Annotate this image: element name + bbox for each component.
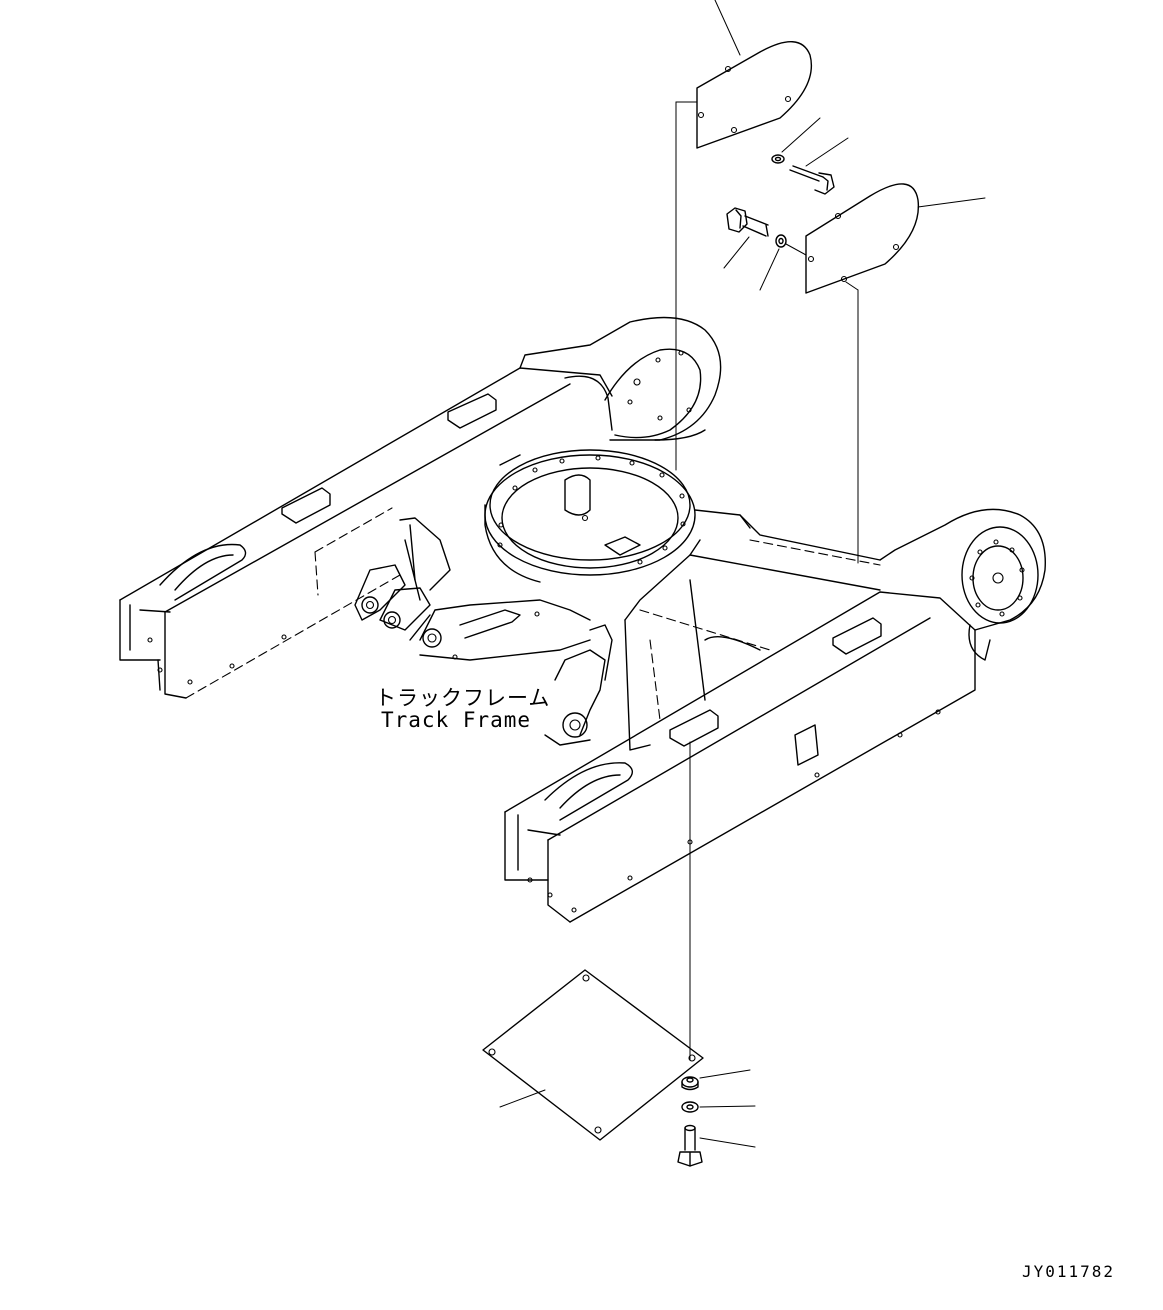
leader-bolt-upper-right xyxy=(723,236,750,269)
track-frame xyxy=(119,316,1046,923)
right-side-frame xyxy=(504,508,1046,923)
bolt-bottom xyxy=(677,1124,703,1167)
leader-bottom-cover xyxy=(499,1089,546,1108)
leader-washer-upper-right xyxy=(759,248,780,291)
assembly-line-cover-right-a xyxy=(785,243,807,256)
leader-washer-upper-left xyxy=(781,117,821,153)
center-car-body xyxy=(484,449,881,751)
washer-upper-left xyxy=(771,154,785,164)
leader-bolt-bottom xyxy=(699,1137,756,1148)
bolt-upper-right xyxy=(726,207,769,237)
part-name-english: Track Frame xyxy=(381,708,532,732)
leader-washer-bottom xyxy=(699,1105,756,1108)
bottom-cover-plate xyxy=(482,969,704,1141)
washer-upper-right xyxy=(775,234,787,248)
washer-bottom xyxy=(681,1101,699,1113)
assembly-line-cover-right xyxy=(845,281,859,291)
nut-bottom xyxy=(681,1076,699,1091)
part-name-japanese: トラックフレーム xyxy=(375,686,551,710)
upper-cover-plate-left xyxy=(696,41,812,149)
blade-bracket xyxy=(354,517,613,746)
leader-bolt-upper-left xyxy=(805,137,849,167)
bolt-upper-left xyxy=(789,165,835,195)
upper-cover-plate-right xyxy=(805,183,920,294)
leader-nut-bottom xyxy=(699,1069,751,1079)
left-side-frame xyxy=(119,316,722,699)
leader-line-cover-right xyxy=(917,197,986,208)
drawing-code: JY011782 xyxy=(1022,1262,1116,1281)
leader-line-cover-left xyxy=(714,0,741,56)
